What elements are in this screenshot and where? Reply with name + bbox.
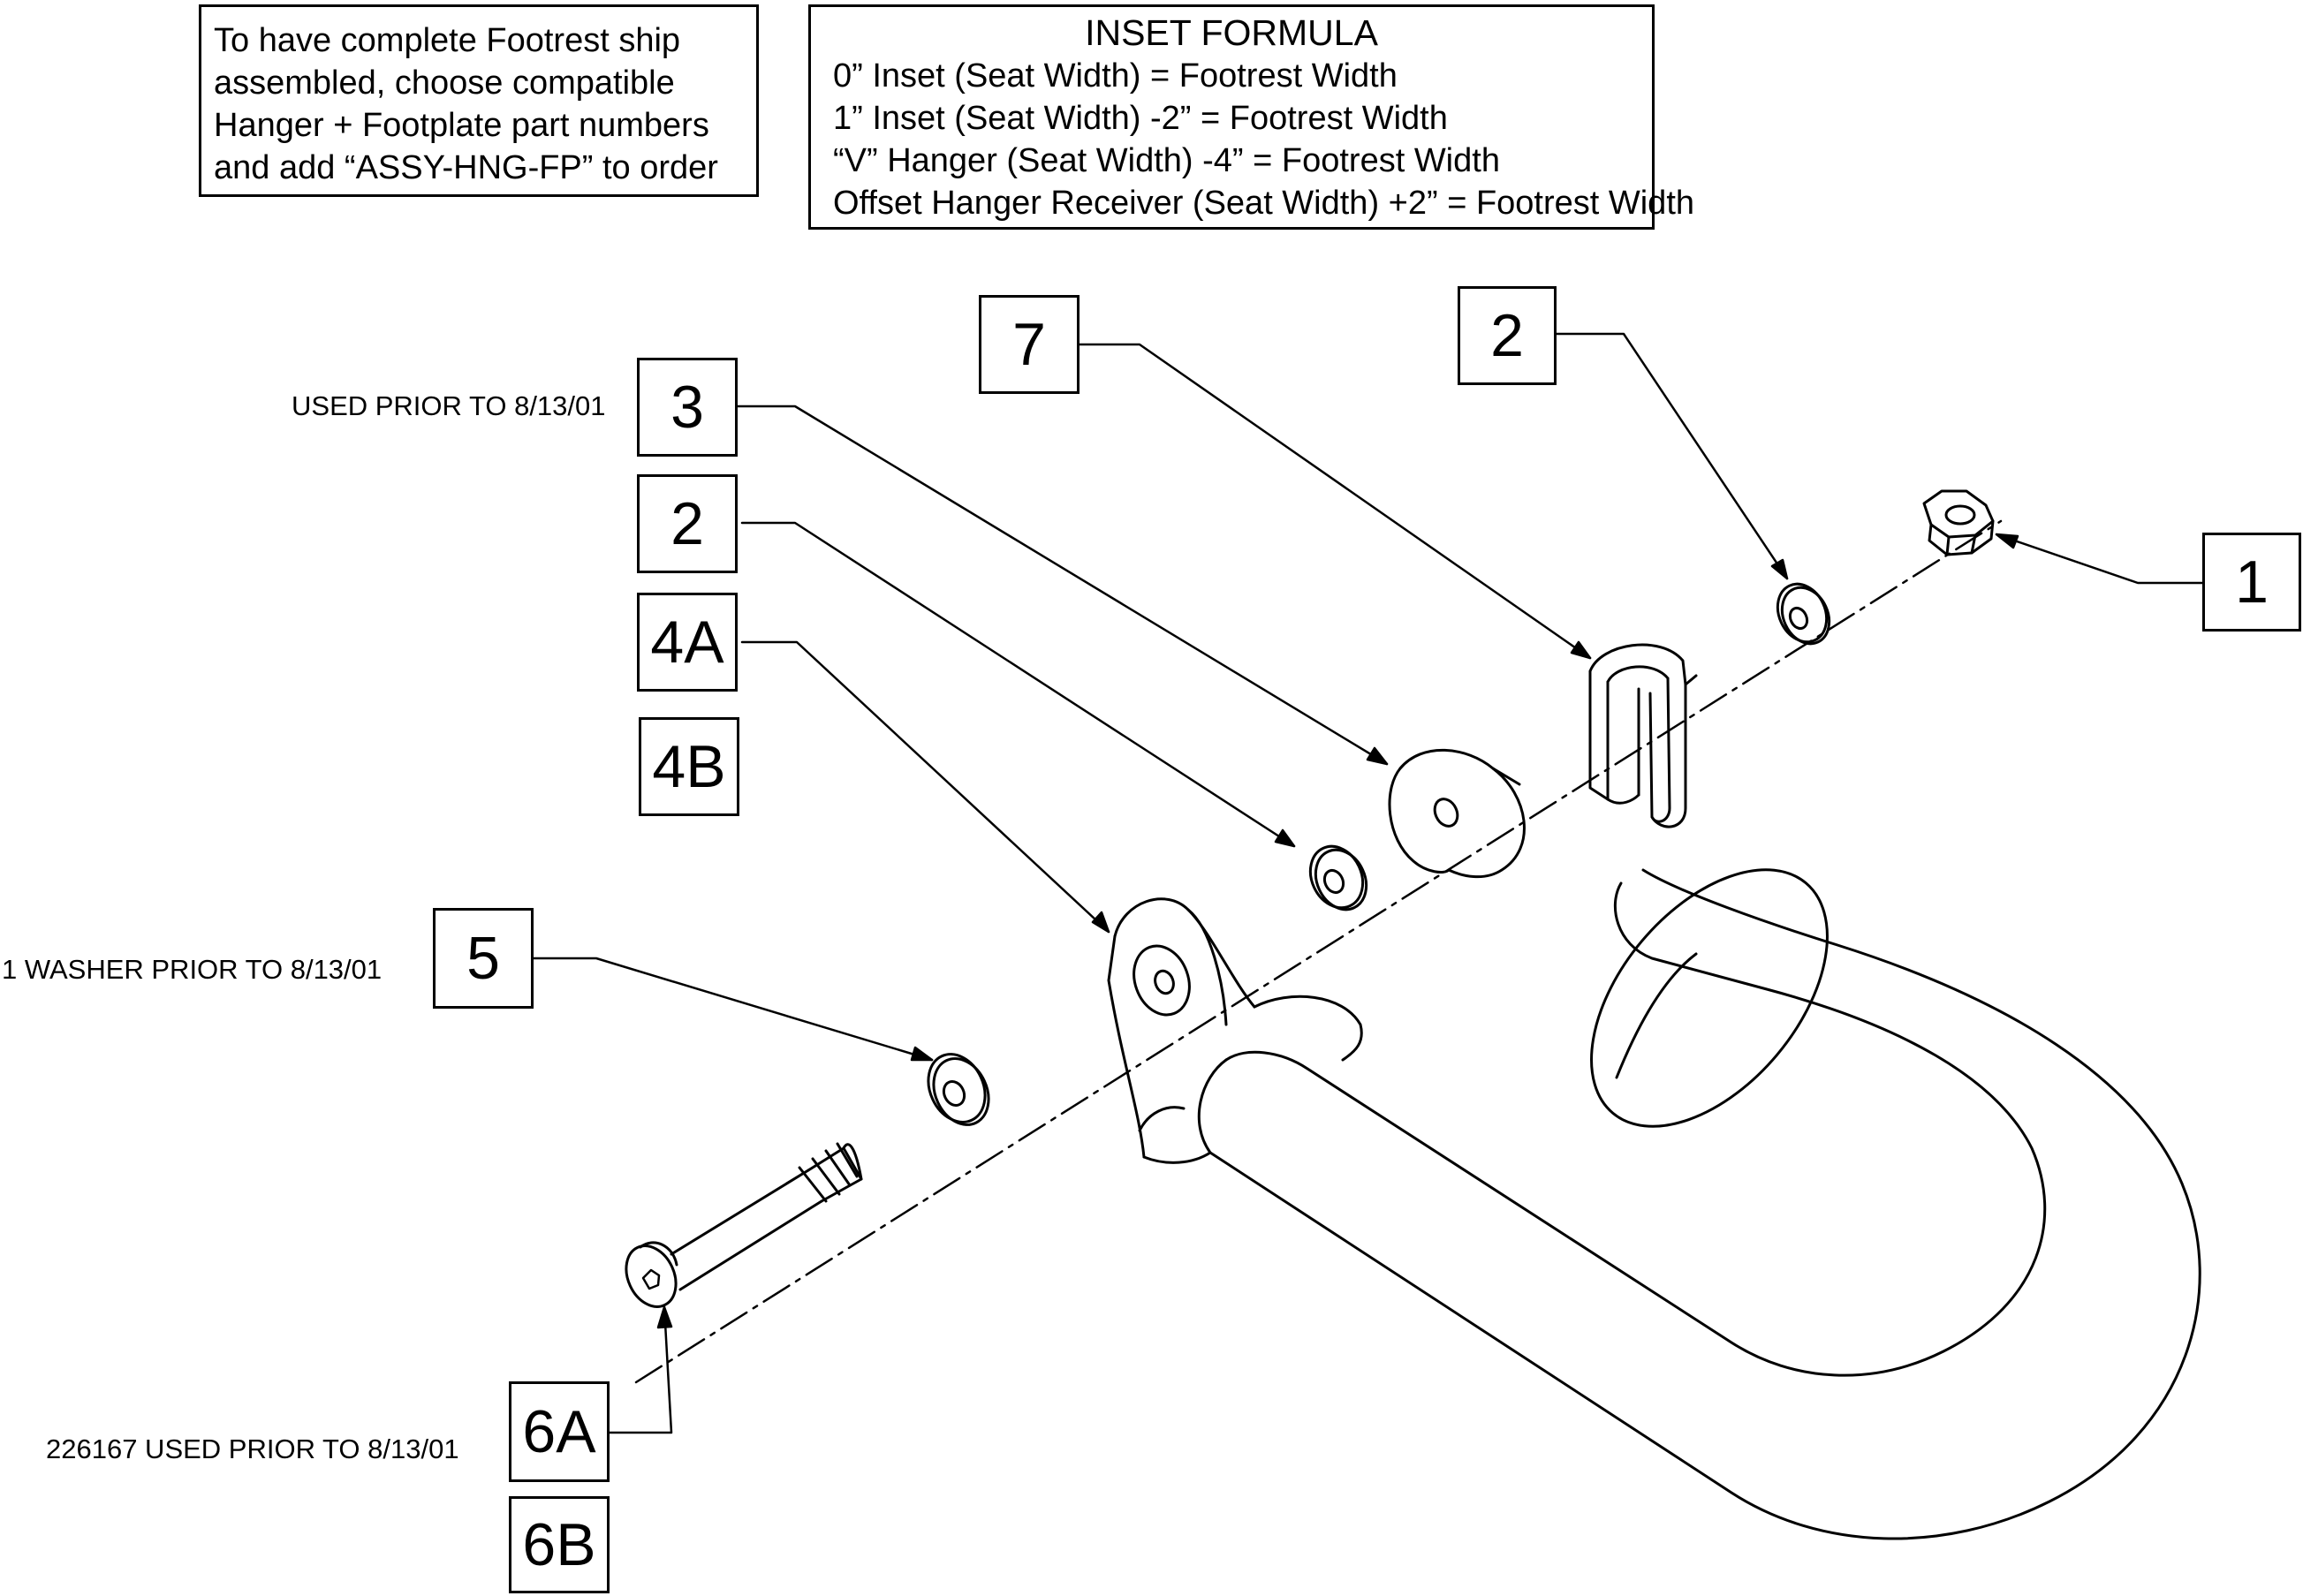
leader-1 [1995,533,2204,585]
callout-2-top: 2 [1458,286,1557,385]
leader-5 [532,957,934,1062]
spacer-part [1388,748,1526,879]
bolt-part [625,1142,863,1308]
leader-7 [1078,343,1592,660]
note-callout-6a: 226167 USED PRIOR TO 8/13/01 [46,1433,459,1464]
inset-formula-line: Offset Hanger Receiver (Seat Width) +2” … [833,185,1695,222]
washer-top-part [1776,582,1831,646]
note-callout-3: USED PRIOR TO 8/13/01 [292,390,606,421]
callout-6a: 6A [509,1381,610,1482]
arrowhead-2-top [1770,558,1789,580]
footrest-hanger-part [1107,868,2201,1540]
callout-5: 5 [433,908,534,1009]
hanger-clip-part [1588,643,1698,828]
callout-4b: 4B [639,717,739,816]
inset-formula-line: “V” Hanger (Seat Width) -4” = Footrest W… [833,142,1500,179]
assembly-note-box: To have complete Footrest ship assembled… [199,4,759,197]
arrowhead-3 [1366,746,1389,766]
leader-2-top [1555,332,1789,580]
callout-3: 3 [637,358,738,457]
callout-4a: 4A [637,593,738,692]
leader-3 [736,405,1389,766]
lock-nut-part [1922,489,1995,556]
inset-formula-box: INSET FORMULA 0” Inset (Seat Width) = Fo… [808,4,1695,230]
assembly-note-line: assembled, choose compatible [214,64,675,102]
arrowhead-6a [656,1305,673,1329]
leader-lines [532,332,2204,1434]
leader-2 [740,521,1296,848]
washer-5-part [927,1053,990,1126]
callout-7: 7 [979,295,1080,394]
arrowhead-2 [1274,828,1296,848]
assembly-note-line: Hanger + Footplate part numbers [214,107,709,144]
callout-1: 1 [2202,533,2301,632]
note-callout-5: 1 WASHER PRIOR TO 8/13/01 [2,954,383,985]
leader-4a [740,640,1110,934]
arrowhead-4a [1091,911,1110,934]
inset-formula-line: 0” Inset (Seat Width) = Footrest Width [833,57,1398,95]
arrowhead-5 [910,1046,934,1062]
callout-2: 2 [637,474,738,573]
arrowhead-7 [1570,640,1592,660]
inset-formula-title: INSET FORMULA [1085,12,1378,53]
assembly-note-line: and add “ASSY-HNG-FP” to order [214,149,718,186]
inset-formula-line: 1” Inset (Seat Width) -2” = Footrest Wid… [833,100,1448,137]
assembly-note-line: To have complete Footrest ship [214,22,681,59]
leader-6a [608,1305,673,1434]
arrowhead-1 [1995,533,2019,549]
callout-6b: 6B [509,1496,610,1593]
assembly-centerline [634,519,2003,1384]
washer-part [1308,844,1368,911]
